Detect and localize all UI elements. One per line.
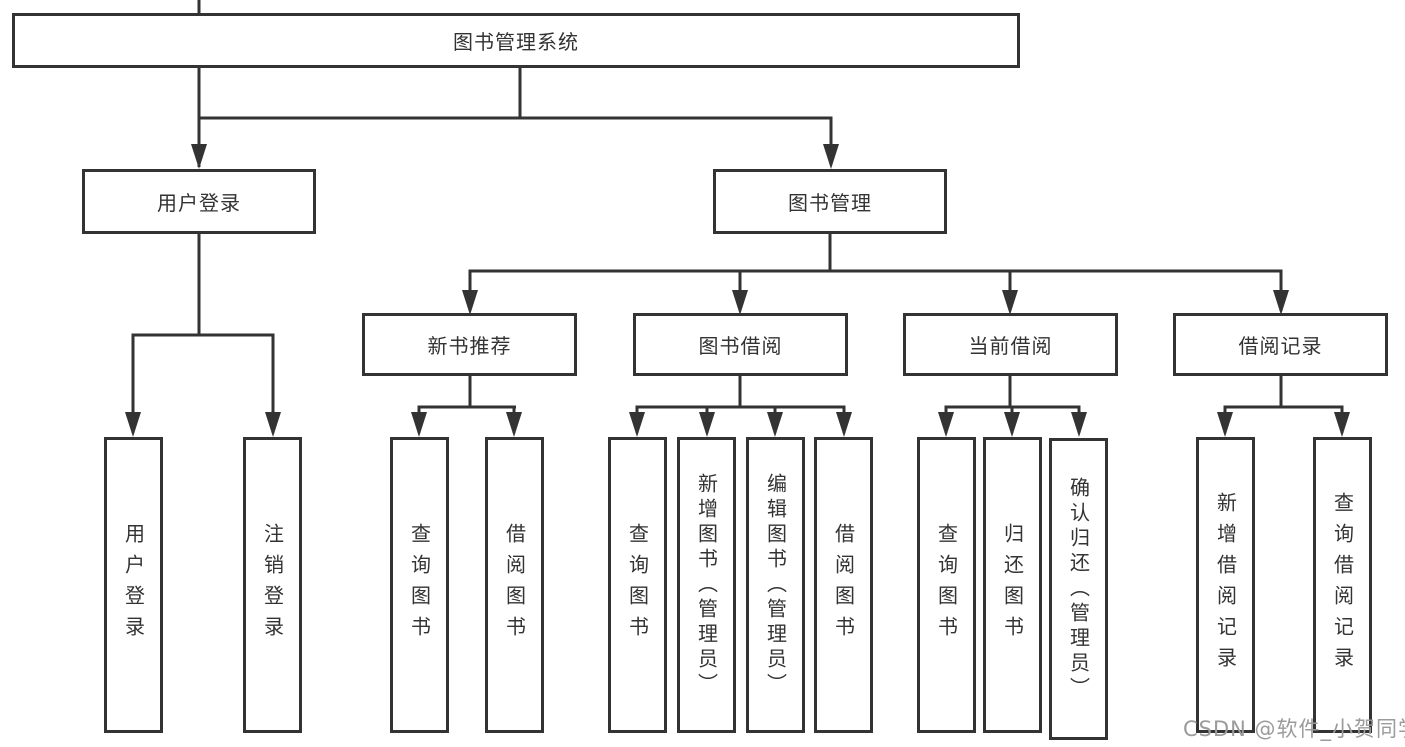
leaf-label: 查询借阅记录 — [1330, 492, 1355, 678]
leaf-label: 查询图书 — [407, 523, 432, 647]
leaf-add-borrow-record: 新增借阅记录 — [1196, 437, 1255, 733]
leaf-label: 编辑图书（管理员） — [763, 472, 788, 698]
leaf-query-borrow-record: 查询借阅记录 — [1313, 437, 1372, 733]
leaf-confirm-return-admin: 确认归还（管理员） — [1049, 438, 1108, 740]
leaf-label: 归还图书 — [1000, 523, 1025, 647]
node-book-management-branch: 图书管理 — [713, 169, 947, 234]
leaf-query-books-3: 查询图书 — [917, 437, 976, 733]
node-current-borrow: 当前借阅 — [903, 313, 1118, 376]
node-root-system: 图书管理系统 — [12, 13, 1020, 68]
leaf-query-books-1: 查询图书 — [390, 437, 449, 733]
leaf-label: 借阅图书 — [831, 523, 856, 647]
leaf-borrow-books-2: 借阅图书 — [814, 437, 873, 733]
leaf-label: 用户登录 — [121, 523, 146, 647]
leaf-label: 新增图书（管理员） — [694, 472, 719, 698]
leaf-label: 查询图书 — [625, 523, 650, 647]
leaf-label: 借阅图书 — [502, 523, 527, 647]
leaf-return-books: 归还图书 — [983, 437, 1042, 733]
leaf-edit-books-admin: 编辑图书（管理员） — [746, 437, 805, 733]
leaf-add-books-admin: 新增图书（管理员） — [677, 437, 736, 733]
node-user-login-branch: 用户登录 — [82, 169, 316, 234]
csdn-watermark: CSDN @软件_小贺同学 — [1183, 717, 1405, 741]
arrowheads — [125, 144, 1350, 437]
leaf-label: 确认归还（管理员） — [1066, 476, 1091, 702]
leaf-borrow-books-1: 借阅图书 — [485, 437, 544, 733]
leaf-user-login: 用户登录 — [104, 437, 163, 733]
node-new-book-recommend: 新书推荐 — [362, 313, 577, 376]
leaf-label: 新增借阅记录 — [1213, 492, 1238, 678]
node-book-borrow: 图书借阅 — [633, 313, 848, 376]
node-borrow-record: 借阅记录 — [1173, 313, 1388, 376]
leaf-query-books-2: 查询图书 — [608, 437, 667, 733]
leaf-label: 注销登录 — [260, 523, 285, 647]
leaf-label: 查询图书 — [934, 523, 959, 647]
leaf-logout: 注销登录 — [243, 437, 302, 733]
